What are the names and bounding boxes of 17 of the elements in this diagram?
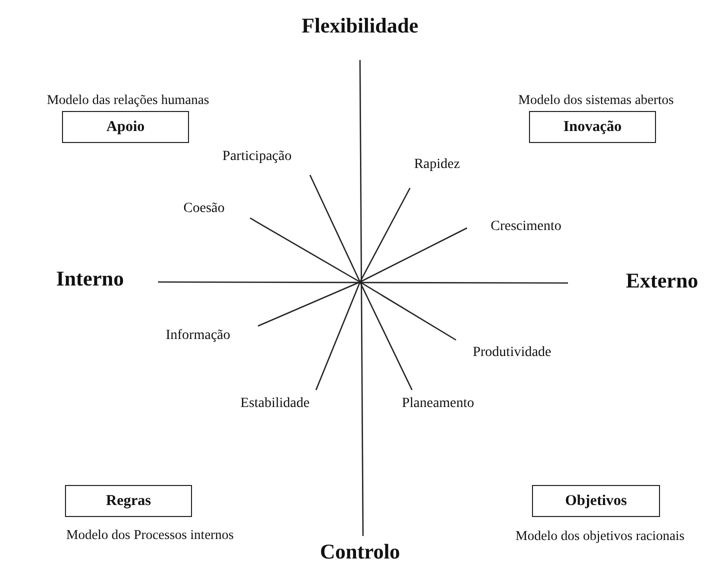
category-box: Inovação	[529, 111, 656, 143]
value-label: Rapidez	[413, 157, 461, 173]
axis-label: Interno	[56, 266, 124, 292]
axis-label: Flexibilidade	[302, 14, 418, 38]
model-caption: Modelo dos objetivos racionais	[515, 528, 685, 544]
spoke-line	[258, 227, 468, 327]
axis-label: Controlo	[320, 540, 400, 564]
model-caption: Modelo dos sistemas abertos	[518, 92, 674, 108]
axis-label: Externo	[626, 268, 698, 294]
category-box: Regras	[65, 485, 192, 517]
model-caption: Modelo das relações humanas	[46, 92, 210, 108]
spoke-line	[250, 217, 456, 341]
value-label: Informação	[164, 328, 232, 344]
category-box: Objetivos	[532, 485, 660, 517]
category-box: Apoio	[62, 111, 189, 143]
model-caption: Modelo dos Processos internos	[66, 527, 234, 543]
value-label: Participação	[221, 149, 293, 165]
